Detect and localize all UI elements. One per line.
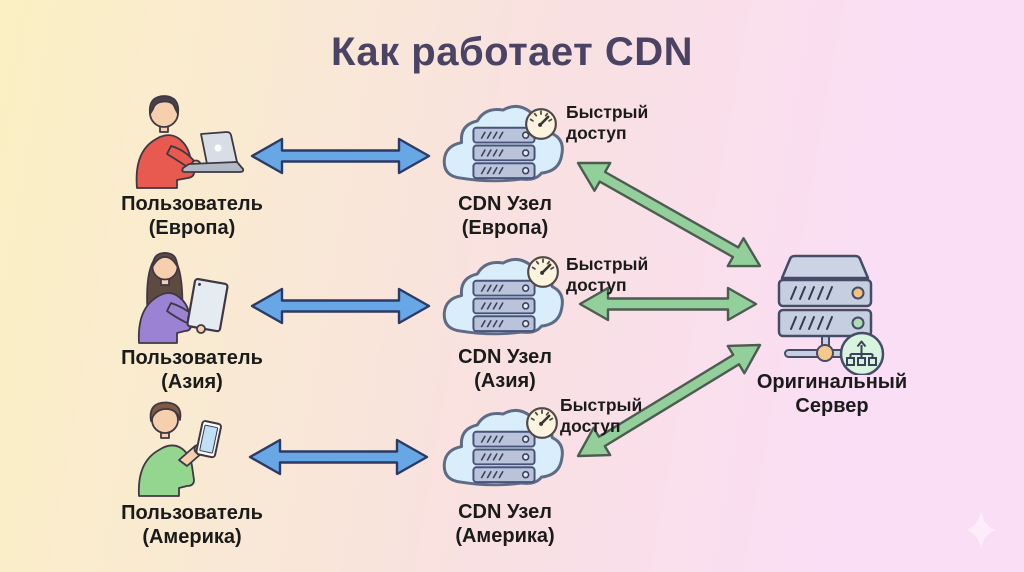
user-phone-icon bbox=[115, 396, 250, 498]
arrow-cdn-europe-origin bbox=[576, 161, 762, 268]
arrow-user-cdn-america bbox=[248, 438, 429, 476]
speedometer-icon-america bbox=[524, 405, 560, 441]
sparkle-icon bbox=[966, 511, 996, 549]
arrow-user-cdn-asia bbox=[250, 287, 431, 325]
cdn-label-europe: CDN Узел(Европа) bbox=[458, 193, 552, 240]
user-label-asia: Пользователь(Азия) bbox=[121, 347, 263, 394]
speedometer-icon-asia bbox=[525, 254, 561, 290]
speedometer-icon-europe bbox=[523, 106, 559, 142]
network-badge-icon bbox=[839, 331, 885, 375]
user-label-europe: Пользователь(Европа) bbox=[121, 193, 263, 240]
page-title: Как работает CDN bbox=[330, 30, 694, 74]
origin-server-icon bbox=[765, 250, 890, 375]
user-laptop-icon bbox=[115, 88, 250, 190]
cdn-label-america: CDN Узел(Америка) bbox=[455, 501, 555, 548]
user-label-america: Пользователь(Америка) bbox=[121, 502, 263, 549]
arrow-user-cdn-europe bbox=[250, 137, 431, 175]
user-tablet-icon bbox=[115, 243, 250, 345]
cdn-label-asia: CDN Узел(Азия) bbox=[458, 346, 552, 393]
